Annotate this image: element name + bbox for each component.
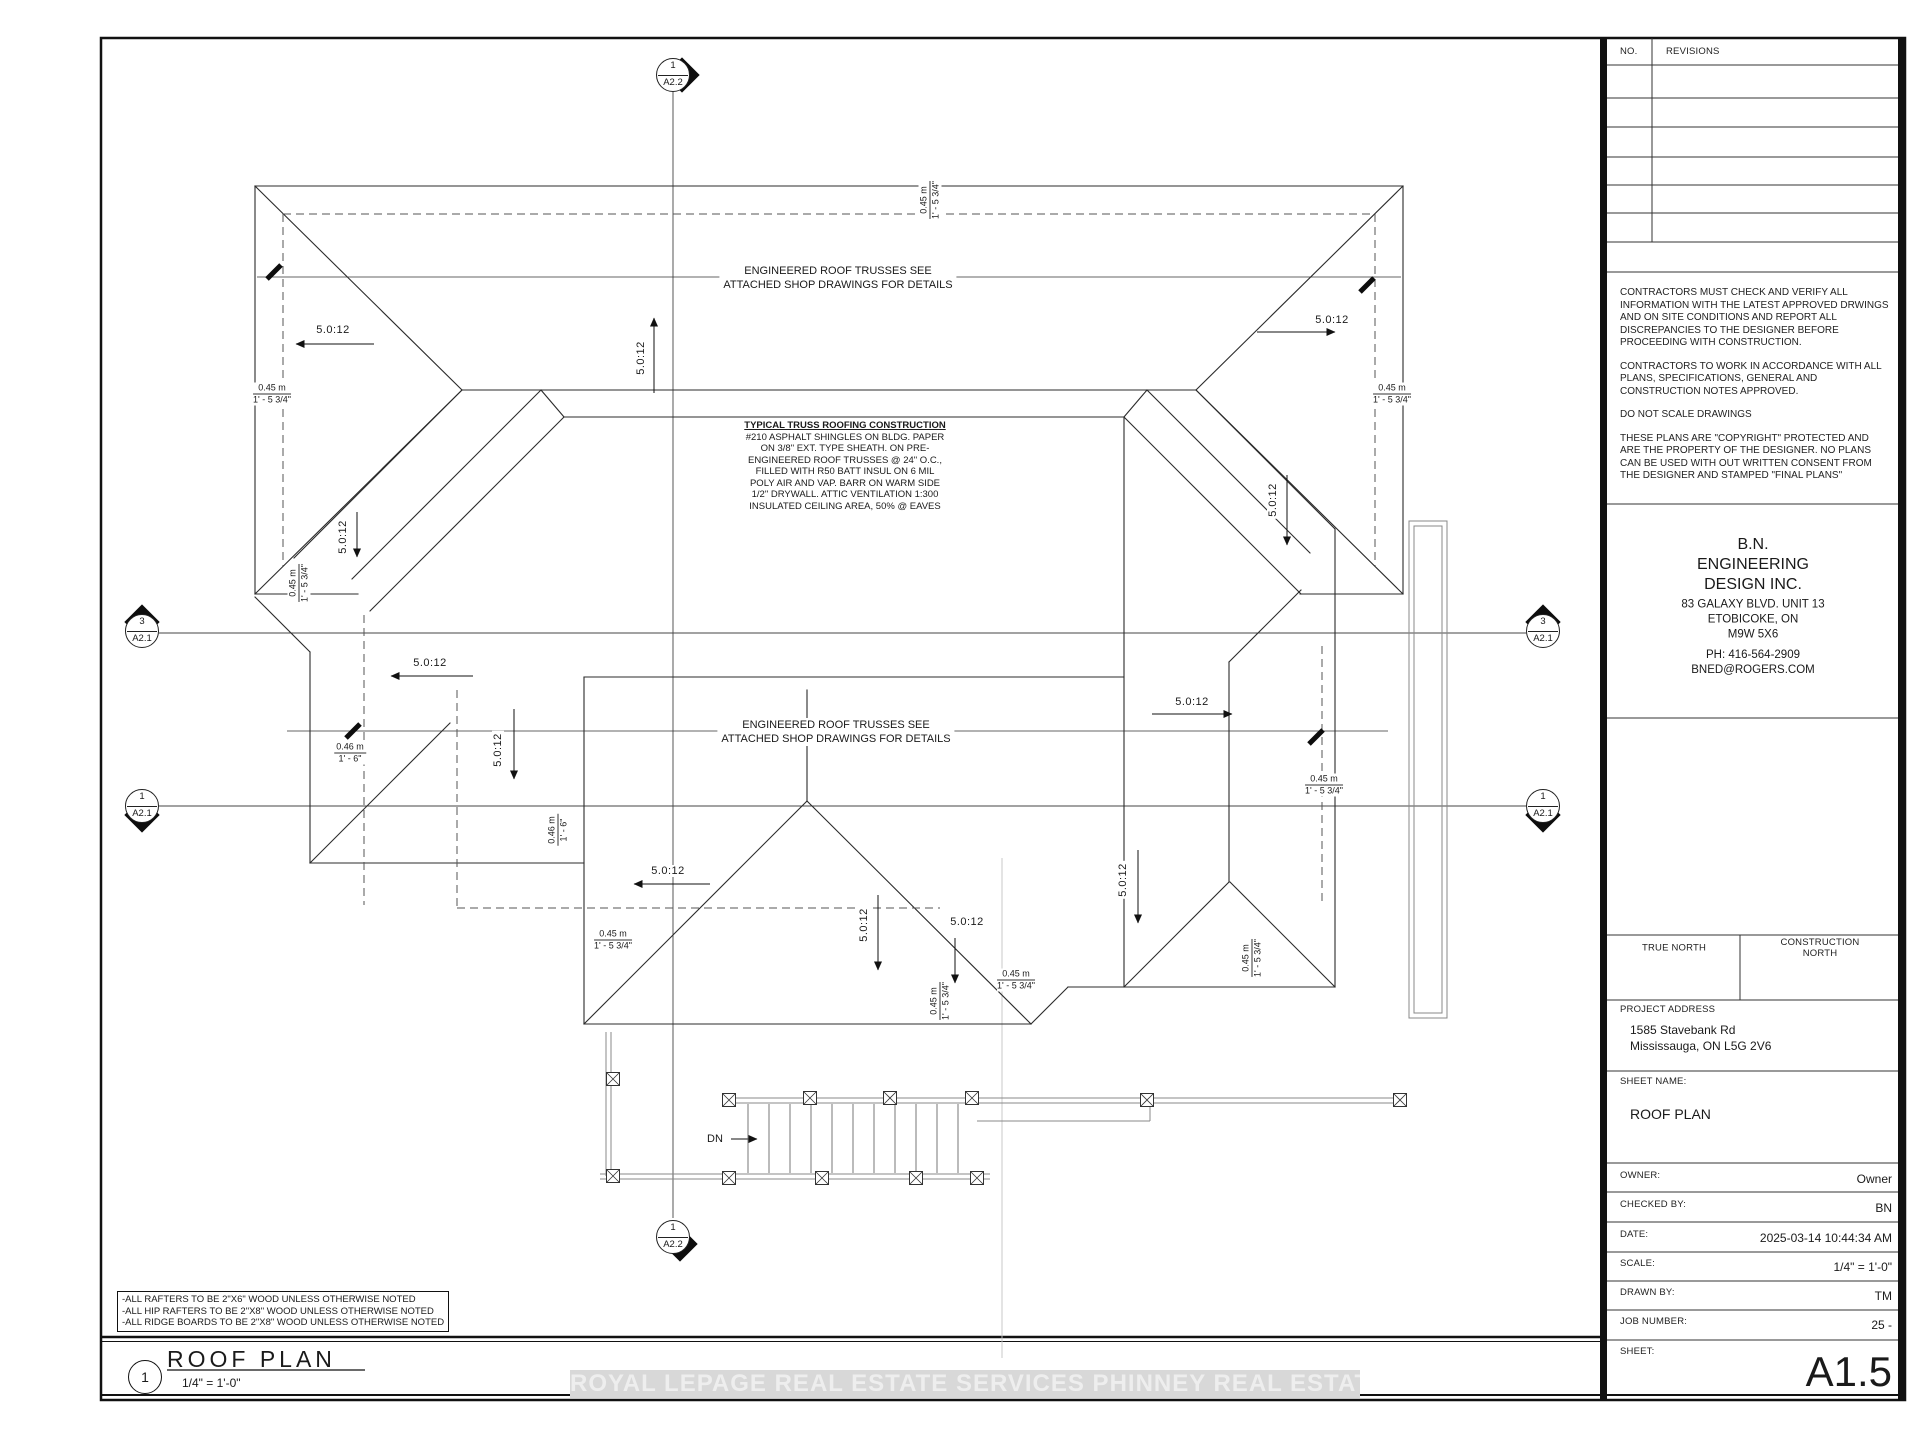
brokerage-watermark: ROYAL LEPAGE REAL ESTATE SERVICES PHINNE… <box>570 1370 1360 1398</box>
typical-truss-note: TYPICAL TRUSS ROOFING CONSTRUCTION #210 … <box>740 420 950 512</box>
job-number-label: JOB NUMBER: <box>1620 1316 1688 1327</box>
project-address-label: PROJECT ADDRESS <box>1620 1004 1716 1015</box>
plan-scale: 1/4" = 1'-0" <box>182 1376 241 1390</box>
company-address: 83 GALAXY BLVD. UNIT 13 ETOBICOKE, ON M9… <box>1681 598 1825 641</box>
truss-note-top: ENGINEERED ROOF TRUSSES SEE ATTACHED SHO… <box>719 264 957 292</box>
slope-label: 5.0:12 <box>1173 696 1211 708</box>
wall-dashed-lines <box>282 213 1376 909</box>
job-number-value: 25 - <box>1871 1318 1892 1332</box>
cut-ticks <box>265 263 1376 746</box>
note-paragraph: CONTRACTORS MUST CHECK AND VERIFY ALL IN… <box>1620 287 1889 348</box>
slope-label: 5.0:12 <box>1267 481 1279 519</box>
slope-label: 5.0:12 <box>635 339 647 377</box>
project-address-value: 1585 Stavebank Rd Mississauga, ON L5G 2V… <box>1630 1023 1772 1053</box>
truss-note-middle: ENGINEERED ROOF TRUSSES SEE ATTACHED SHO… <box>717 718 955 746</box>
note-paragraph: THESE PLANS ARE "COPYRIGHT" PROTECTED AN… <box>1620 432 1872 482</box>
plan-title: ROOF PLAN <box>167 1346 336 1372</box>
true-north-label: TRUE NORTH <box>1641 942 1707 954</box>
drawn-by-label: DRAWN BY: <box>1620 1287 1675 1298</box>
roof-lines <box>254 185 1404 1025</box>
scale-label: SCALE: <box>1620 1258 1655 1269</box>
page-border <box>99 36 1907 1402</box>
slope-arrows <box>295 317 1336 1143</box>
deck-posts <box>606 1072 1407 1185</box>
sheet-name-value: ROOF PLAN <box>1630 1106 1711 1122</box>
sheet-label: SHEET: <box>1620 1346 1655 1357</box>
note-paragraph: DO NOT SCALE DRAWINGS <box>1620 409 1752 420</box>
date-label: DATE: <box>1620 1229 1649 1240</box>
sheet-number: A1.5 <box>1805 1348 1892 1395</box>
note-paragraph: CONTRACTORS TO WORK IN ACCORDANCE WITH A… <box>1620 360 1882 397</box>
rafter-notes: -ALL RAFTERS TO BE 2"X6" WOOD UNLESS OTH… <box>117 1291 450 1332</box>
revisions-header: REVISIONS <box>1666 46 1720 57</box>
detail-number-bubble: 1 <box>128 1360 162 1394</box>
date-value: 2025-03-14 10:44:34 AM <box>1759 1231 1892 1245</box>
drawn-by-value: TM <box>1874 1289 1892 1303</box>
slope-label: 5.0:12 <box>858 906 870 944</box>
scale-value: 1/4" = 1'-0" <box>1833 1260 1892 1274</box>
general-notes: CONTRACTORS MUST CHECK AND VERIFY ALL IN… <box>1620 287 1890 494</box>
sheet-name-label: SHEET NAME: <box>1620 1076 1687 1087</box>
slope-label: 5.0:12 <box>1117 861 1129 899</box>
stair-treads <box>747 1104 959 1173</box>
slope-label: 5.0:12 <box>411 657 449 669</box>
checked-by-label: CHECKED BY: <box>1620 1199 1687 1210</box>
revisions-no-header: NO. <box>1620 46 1638 57</box>
construction-north-label: CONSTRUCTION NORTH <box>1780 937 1860 959</box>
typical-truss-body: #210 ASPHALT SHINGLES ON BLDG. PAPER ON … <box>745 431 945 512</box>
title-block-rules <box>1607 38 1898 1341</box>
section-lines <box>159 92 1526 1358</box>
slope-label: 5.0:12 <box>314 324 352 336</box>
deck-and-walls <box>600 520 1448 1180</box>
typical-truss-title: TYPICAL TRUSS ROOFING CONSTRUCTION <box>744 420 946 431</box>
slope-label: 5.0:12 <box>948 916 986 928</box>
slope-label: 5.0:12 <box>1313 314 1351 326</box>
company-name: B.N. ENGINEERING DESIGN INC. <box>1696 536 1809 593</box>
slope-label: 5.0:12 <box>649 865 687 877</box>
down-stairs-label: DN <box>707 1133 723 1145</box>
slope-label: 5.0:12 <box>492 731 504 769</box>
company-contact: PH: 416-564-2909 BNED@ROGERS.COM <box>1691 649 1815 676</box>
checked-by-value: BN <box>1875 1201 1892 1215</box>
owner-label: OWNER: <box>1620 1170 1661 1181</box>
owner-value: Owner <box>1856 1172 1892 1186</box>
slope-label: 5.0:12 <box>337 518 349 556</box>
